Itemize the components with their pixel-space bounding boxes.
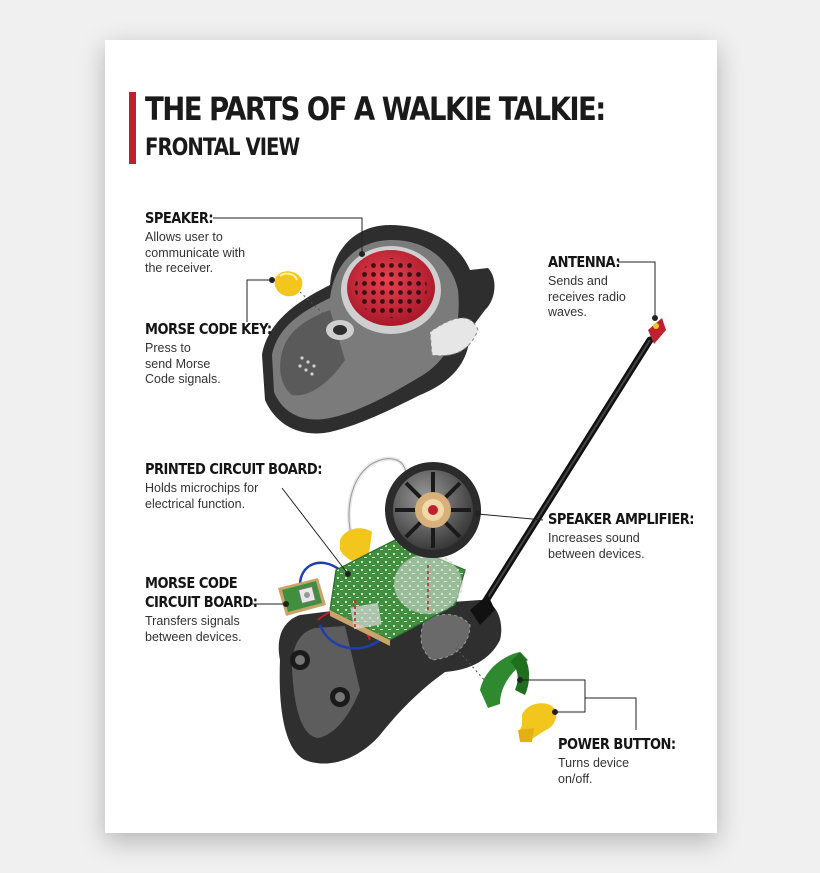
morse-code-circuit-board-callout: MORSE CODE CIRCUIT BOARD: Transfers sign… xyxy=(145,574,279,645)
morse-code-key-description: Press to send Morse Code signals. xyxy=(145,341,221,386)
antenna-callout: ANTENNA: Sends and receives radio waves. xyxy=(548,253,634,321)
antenna-part xyxy=(476,318,666,614)
page-title: THE PARTS OF A WALKIE TALKIE: xyxy=(145,90,606,128)
walkie-talkie-body xyxy=(278,595,502,764)
speaker-amplifier-label: SPEAKER AMPLIFIER: xyxy=(548,510,694,528)
morse-code-key-label: MORSE CODE KEY: xyxy=(145,320,272,338)
antenna-description: Sends and receives radio waves. xyxy=(548,274,626,319)
power-button-callout: POWER BUTTON: Turns device on/off. xyxy=(558,735,698,787)
poster-background xyxy=(105,40,717,833)
printed-circuit-board-label: PRINTED CIRCUIT BOARD: xyxy=(145,460,322,478)
page-subtitle: FRONTAL VIEW xyxy=(145,133,300,161)
power-button-part xyxy=(455,647,557,742)
morse-code-circuit-board-description: Transfers signals between devices. xyxy=(145,614,242,644)
callout-leader-lines xyxy=(213,217,658,730)
printed-circuit-board-part xyxy=(329,539,466,646)
antenna-label: ANTENNA: xyxy=(548,253,621,271)
speaker-amplifier-part xyxy=(385,462,481,558)
speaker-amplifier-callout: SPEAKER AMPLIFIER: Increases sound betwe… xyxy=(548,510,722,562)
morse-code-key-callout: MORSE CODE KEY: Press to send Morse Code… xyxy=(145,320,296,388)
title-accent-bar xyxy=(129,92,136,164)
power-button-description: Turns device on/off. xyxy=(558,756,630,786)
speaker-housing xyxy=(262,225,495,434)
speaker-callout: SPEAKER: Allows user to communicate with… xyxy=(145,209,245,277)
speaker-amplifier-description: Increases sound between devices. xyxy=(548,531,645,561)
printed-circuit-board-description: Holds microchips for electrical function… xyxy=(145,481,259,511)
morse-code-circuit-board-label-line2: CIRCUIT BOARD: xyxy=(145,593,258,611)
morse-code-circuit-board-part xyxy=(278,578,326,616)
speaker-label: SPEAKER: xyxy=(145,209,214,227)
speaker-description: Allows user to communicate with the rece… xyxy=(145,230,246,275)
yellow-cap-part xyxy=(340,528,372,563)
morse-code-key-part xyxy=(274,271,331,321)
morse-code-circuit-board-label-line1: MORSE CODE xyxy=(145,574,238,592)
printed-circuit-board-callout: PRINTED CIRCUIT BOARD: Holds microchips … xyxy=(145,460,356,512)
power-button-label: POWER BUTTON: xyxy=(558,735,676,753)
